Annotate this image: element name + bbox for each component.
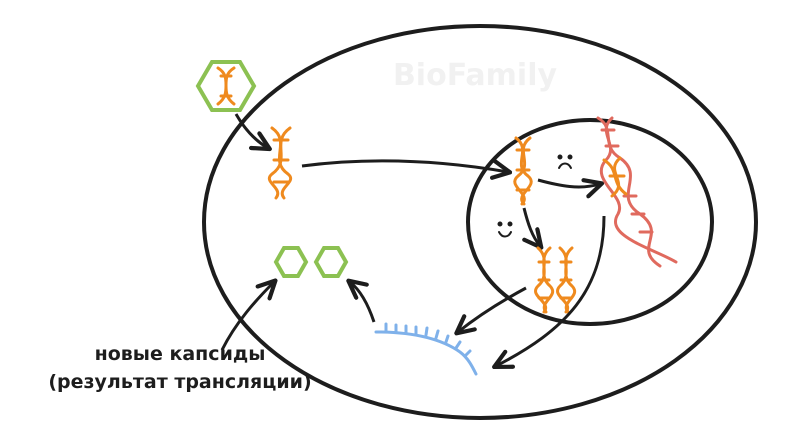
- arrow-transcription-1: [454, 286, 527, 336]
- viral-dna-nucleus: [513, 136, 533, 206]
- virus-particle: [195, 60, 257, 112]
- new-capsid-1: [273, 246, 309, 278]
- arrow-transcription-2: [492, 215, 606, 370]
- viral-dna-cytoplasm: [268, 126, 292, 200]
- cell-membrane: [202, 24, 758, 420]
- watermark: BioFamily: [392, 58, 558, 93]
- arrow-uncoating: [234, 113, 272, 152]
- host-dna: [596, 116, 678, 268]
- caption-line-1: новые капсиды: [94, 343, 266, 365]
- arrow-to-host-dna: [537, 178, 605, 199]
- arrow-translation: [346, 278, 376, 323]
- arrow-to-replication: [522, 207, 544, 250]
- new-capsids-caption: новые капсиды (результат трансляции): [30, 340, 330, 396]
- frown-face-icon: [557, 154, 573, 169]
- caption-line-2: (результат трансляции): [48, 371, 312, 393]
- replicated-dna: [534, 246, 576, 314]
- smile-face-icon: [497, 221, 513, 238]
- virus-capsid-hexagon: [195, 60, 257, 112]
- virus-dna-helix: [216, 66, 236, 106]
- arrow-caption-pointer: [220, 278, 278, 351]
- arrow-to-nucleus: [301, 159, 513, 180]
- nucleus: [466, 118, 714, 326]
- new-capsid-2: [313, 246, 349, 278]
- integrated-viral-segment: [602, 156, 628, 198]
- mrna-strand: [374, 322, 478, 376]
